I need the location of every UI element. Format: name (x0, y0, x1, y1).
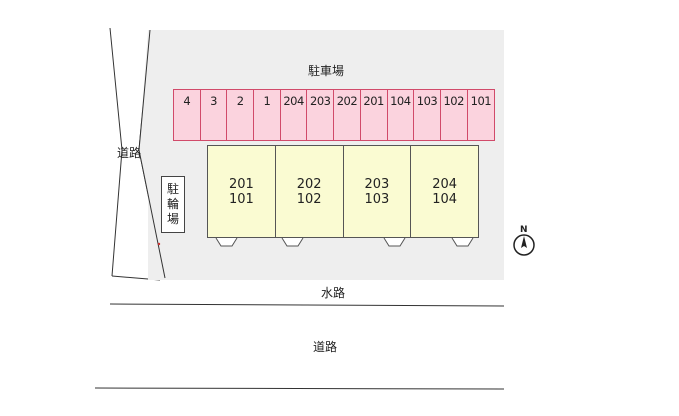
marker-dot (157, 242, 161, 246)
bicycle-parking-char: 駐 (166, 182, 179, 196)
bicycle-parking-char: 場 (166, 212, 179, 226)
parking-space: 202 (334, 90, 361, 140)
unit-lower-number: 103 (364, 191, 390, 207)
left-road-edge-outer (109, 27, 123, 277)
parking-space: 2 (227, 90, 255, 140)
unit-upper-number: 201 (228, 176, 254, 192)
parking-space: 1 (254, 90, 281, 140)
unit-upper-number: 203 (364, 176, 390, 192)
unit-lower-number: 102 (296, 191, 322, 207)
parking-space: 4 (174, 90, 201, 140)
parking-space: 101 (470, 94, 492, 108)
unit-lower-number: 101 (228, 191, 254, 207)
bicycle-parking-char: 輪 (166, 197, 179, 211)
step-3 (383, 237, 406, 247)
parking-space: 204 (281, 90, 308, 140)
compass-north-letter: N (520, 225, 528, 235)
north-compass-icon (513, 234, 535, 256)
parking-label: 駐車場 (308, 64, 345, 78)
parking-space: 103 (414, 90, 441, 140)
parking-space: 102 (441, 90, 468, 140)
unit-lower-number: 104 (432, 191, 458, 207)
road-left-label: 道路 (117, 146, 142, 160)
parking-space: 203 (307, 90, 335, 140)
waterway-label: 水路 (321, 286, 346, 300)
parking-space: 201 (361, 90, 388, 140)
parking-space: 3 (201, 90, 228, 140)
unit-upper-number: 202 (296, 176, 322, 192)
waterway-top-line (109, 303, 505, 307)
step-1 (215, 237, 238, 247)
unit-upper-number: 204 (432, 176, 458, 192)
road-bottom-label: 道路 (313, 340, 338, 354)
road-bottom-line (94, 387, 505, 390)
step-2 (281, 237, 304, 247)
bicycle-parking: 駐輪場 (161, 176, 185, 233)
parking-space: 104 (388, 90, 415, 140)
step-4 (451, 237, 474, 247)
